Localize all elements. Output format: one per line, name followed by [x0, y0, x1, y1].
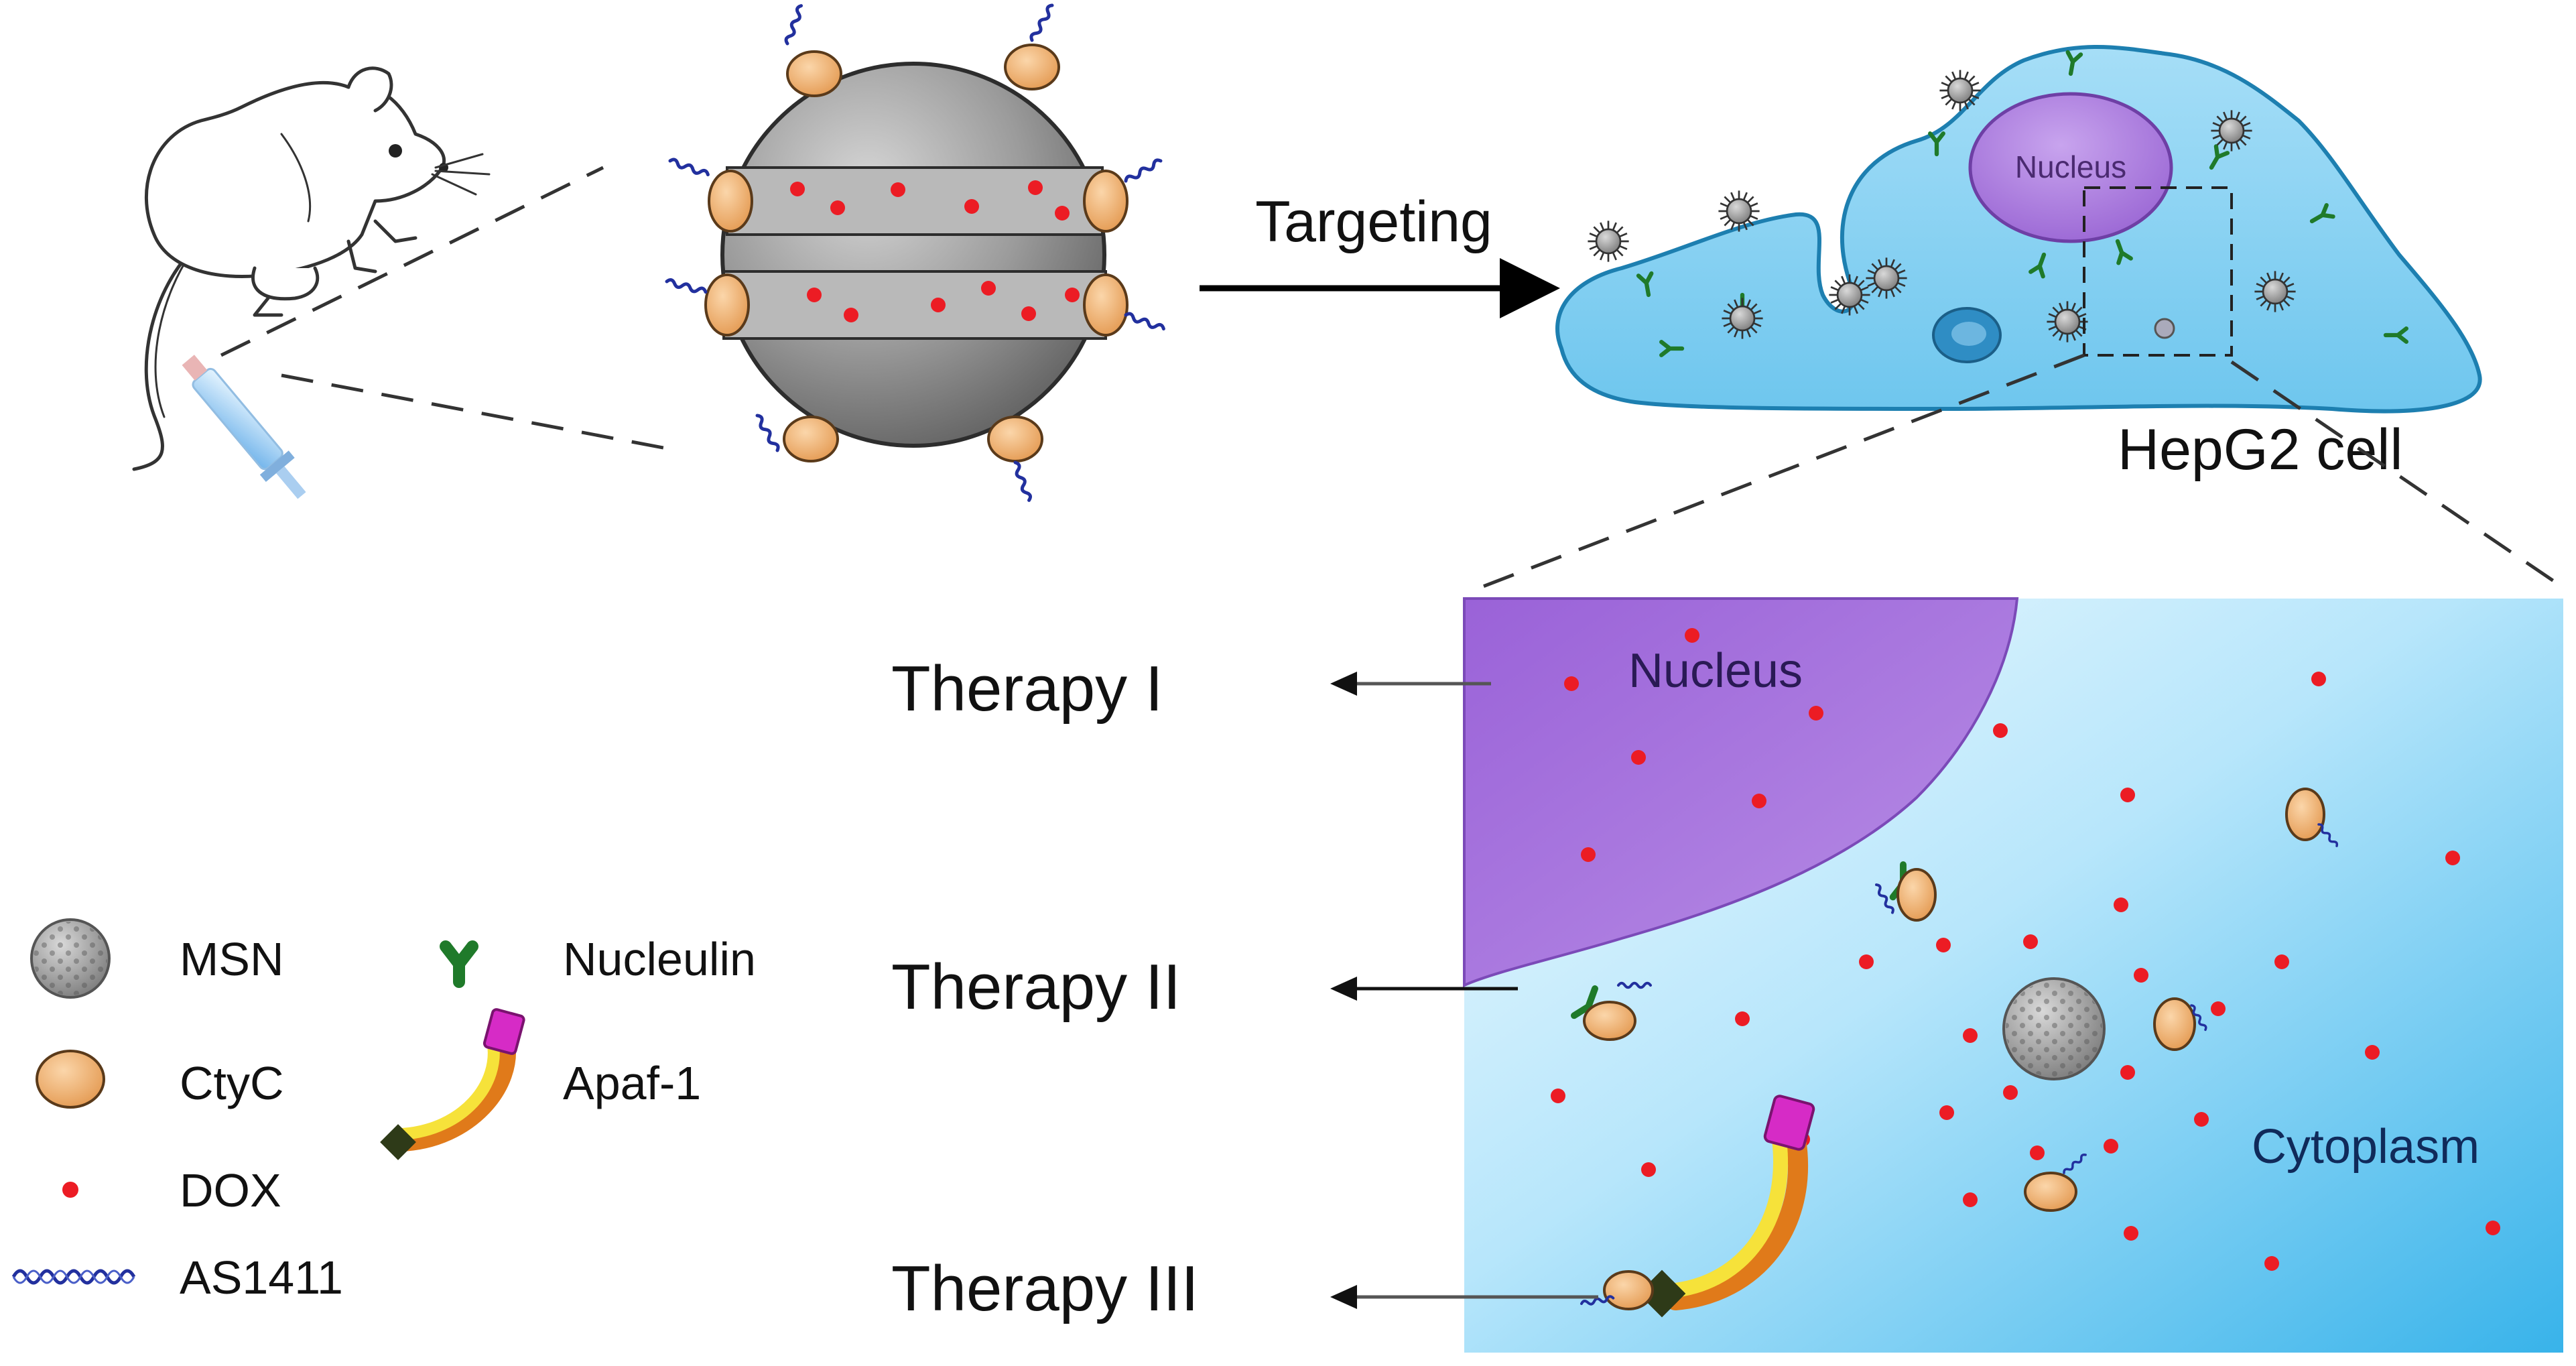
therapy-3-label: Therapy III — [891, 1253, 1199, 1324]
legend: MSN CtyC DOX AS1411 Nucleulin Apaf-1 — [11, 918, 756, 1304]
legend-ctyc: CtyC — [36, 1050, 284, 1109]
legend-apaf1: Apaf-1 — [380, 1008, 701, 1160]
legend-msn: MSN — [30, 918, 284, 999]
targeting-label: Targeting — [1255, 190, 1492, 254]
msn-ctyc-caps — [666, 4, 1165, 501]
cytoplasm-label: Cytoplasm — [2252, 1120, 2480, 1174]
zoom-nucleus — [1463, 597, 2019, 988]
therapy-3: Therapy III — [891, 1253, 1598, 1324]
zoom-msn — [2002, 977, 2106, 1080]
therapy-2-label: Therapy II — [891, 951, 1181, 1023]
zoom-dox-molecules — [1551, 628, 2500, 1271]
legend-dox-label: DOX — [180, 1164, 281, 1217]
therapy-2: Therapy II — [891, 951, 1518, 1023]
zoom-ctyc-receptor-1 — [1874, 865, 1937, 922]
zoom-panel: Nucleus Cytoplasm — [1463, 597, 2563, 1353]
zoom-nucleus-label: Nucleus — [1628, 644, 1803, 698]
mouse-illustration — [132, 66, 491, 471]
syringe-illustration — [182, 355, 306, 499]
legend-as1411: AS1411 — [11, 1251, 343, 1304]
zoom-lines-mouse — [220, 166, 671, 451]
legend-dox: DOX — [62, 1164, 281, 1217]
legend-nucleulin: Nucleulin — [440, 933, 756, 988]
legend-apaf1-label: Apaf-1 — [563, 1057, 701, 1109]
legend-ctyc-label: CtyC — [180, 1057, 284, 1109]
cell-nucleus — [1968, 92, 2173, 243]
therapy-1: Therapy I — [891, 653, 1491, 725]
legend-nucleulin-label: Nucleulin — [563, 933, 756, 985]
targeting-arrow: Targeting — [1200, 190, 1560, 318]
hepg2-cell-label: HepG2 cell — [2118, 418, 2402, 482]
therapy-1-label: Therapy I — [891, 653, 1163, 725]
legend-as1411-label: AS1411 — [180, 1251, 343, 1304]
zoom-ctyc-receptor-2 — [1574, 983, 1651, 1041]
legend-msn-label: MSN — [180, 933, 284, 985]
msn-dox-loading — [790, 180, 1080, 322]
msn-nanoparticle-large — [666, 4, 1165, 501]
zoom-free-ctyc — [2024, 788, 2339, 1212]
cell-nucleus-label: Nucleus — [2015, 149, 2126, 184]
hepg2-cell: Nucleus — [1555, 45, 2482, 482]
zoom-apaf1-complex — [1581, 1095, 1815, 1318]
zoom-lines-cell — [1474, 353, 2568, 592]
